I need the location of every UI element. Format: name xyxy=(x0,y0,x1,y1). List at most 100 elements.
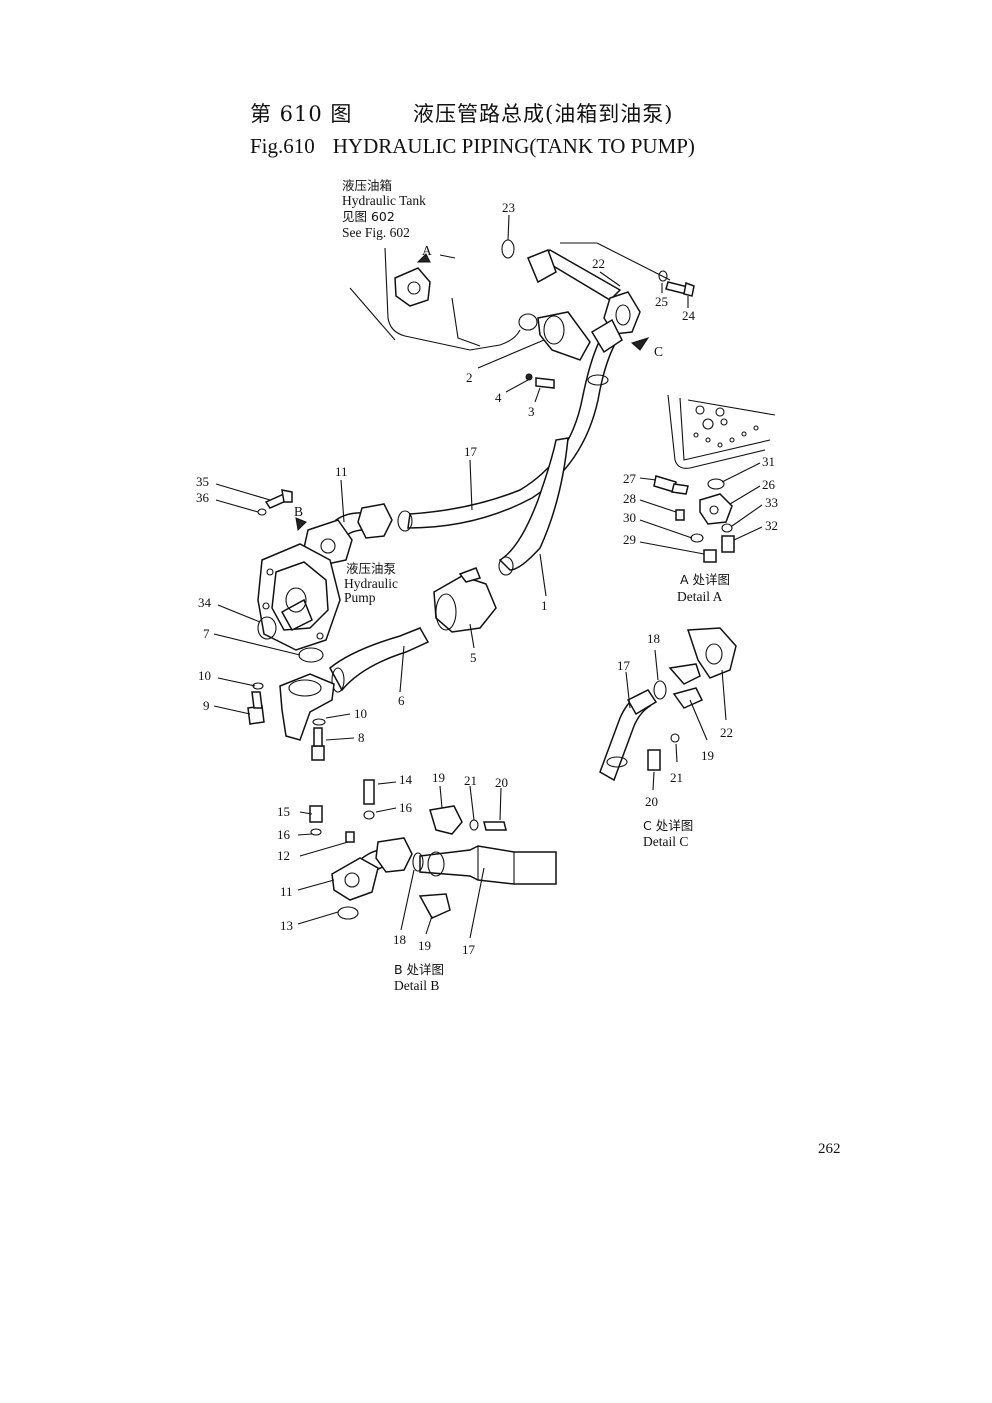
callout-5: 5 xyxy=(470,650,477,665)
callout-25: 25 xyxy=(655,294,668,309)
fitting-29 xyxy=(703,549,717,563)
o-ring-23 xyxy=(501,239,515,259)
detail-a: 27 28 30 29 31 26 33 32 A 处详图 Detail A xyxy=(623,394,778,604)
hose-1 xyxy=(498,437,569,576)
callout-b-20: 20 xyxy=(495,775,508,790)
callout-29: 29 xyxy=(623,532,636,547)
callout-17: 17 xyxy=(464,444,478,459)
washer-33 xyxy=(721,523,733,533)
bolt-3 xyxy=(535,377,555,389)
detail-b: 15 16 12 11 13 14 16 19 21 20 18 19 17 B… xyxy=(277,770,557,993)
callout-31: 31 xyxy=(762,454,775,469)
detail-a-title-cn: A 处详图 xyxy=(680,572,730,587)
callout-b-12: 12 xyxy=(277,848,290,863)
half-clamp-19-upper xyxy=(429,805,463,835)
elbow-suction xyxy=(279,673,335,741)
washer-36 xyxy=(257,508,267,516)
figure-name-cn: 液压管路总成(油箱到油泵) xyxy=(413,102,674,126)
hydraulic-pump xyxy=(257,543,341,651)
callout-23: 23 xyxy=(502,200,515,215)
o-ring-13 xyxy=(337,906,359,920)
detail-c: 17 18 22 19 21 20 C 处详图 Detail C xyxy=(599,627,737,849)
bolt-15 xyxy=(309,805,323,823)
arrow-a-icon xyxy=(416,253,431,263)
washer-30 xyxy=(690,533,704,543)
arrow-b-label: B xyxy=(294,504,303,519)
pump-label-en2: Pump xyxy=(344,590,376,605)
pump-label: 液压油泵 Hydraulic Pump xyxy=(344,561,398,605)
callout-b-11: 11 xyxy=(280,884,293,899)
figure-name-en: HYDRAULIC PIPING(TANK TO PUMP) xyxy=(332,134,695,158)
callout-c-22: 22 xyxy=(720,725,733,740)
callout-32: 32 xyxy=(765,518,778,533)
arrow-b-icon xyxy=(295,517,307,532)
callout-c-21: 21 xyxy=(670,770,683,785)
pump-label-cn: 液压油泵 xyxy=(346,561,396,576)
bolt-20-b xyxy=(483,821,507,831)
bolt-9 xyxy=(247,691,265,725)
o-ring-18-b xyxy=(412,852,424,872)
callout-22: 22 xyxy=(592,256,605,271)
elbow-2 xyxy=(518,311,591,361)
callout-1: 1 xyxy=(541,598,548,613)
tank-label: 液压油箱 Hydraulic Tank 见图 602 See Fig. 602 xyxy=(342,178,426,240)
arrow-a-label: A xyxy=(422,243,432,258)
o-ring-7 xyxy=(298,647,324,663)
half-clamp-19-lower xyxy=(418,893,451,919)
figure-number-cn: 第 610 图 xyxy=(250,102,353,126)
tank-see-cn: 见图 602 xyxy=(342,209,395,224)
arrow-c-label: C xyxy=(654,344,663,359)
callout-c-17: 17 xyxy=(617,658,631,673)
hose-17 xyxy=(397,318,623,532)
half-clamp-lower xyxy=(672,687,704,709)
callout-33: 33 xyxy=(765,495,778,510)
clamp-5 xyxy=(433,567,497,633)
callout-b-16-right: 16 xyxy=(399,800,413,815)
callout-c-18: 18 xyxy=(647,631,660,646)
callout-6: 6 xyxy=(398,693,405,708)
fitting-26 xyxy=(699,493,733,525)
callout-24: 24 xyxy=(682,308,696,323)
detail-c-title-cn: C 处详图 xyxy=(643,818,693,833)
bolt-8 xyxy=(311,727,325,761)
callout-35: 35 xyxy=(196,474,209,489)
callout-b-15: 15 xyxy=(277,804,290,819)
tank-label-cn: 液压油箱 xyxy=(342,178,392,193)
bolt-24 xyxy=(665,281,695,297)
callout-c-19: 19 xyxy=(701,748,714,763)
callout-b-21: 21 xyxy=(464,773,477,788)
callout-26: 26 xyxy=(762,477,776,492)
arrow-c-icon xyxy=(630,337,650,351)
tank-label-en: Hydraulic Tank xyxy=(342,193,426,208)
bolt-14 xyxy=(363,779,375,805)
pump-label-en1: Hydraulic xyxy=(344,576,398,591)
half-clamp-upper xyxy=(668,663,701,685)
callout-b-19-upper: 19 xyxy=(432,770,445,785)
callout-34: 34 xyxy=(198,595,212,610)
o-ring-31 xyxy=(707,478,725,490)
callout-b-13: 13 xyxy=(280,918,293,933)
bolt-32 xyxy=(721,535,735,553)
callout-c-20: 20 xyxy=(645,794,658,809)
hose-6 xyxy=(329,627,430,693)
hydraulic-tank-outline xyxy=(349,247,521,351)
plug-28 xyxy=(675,509,685,521)
callout-10-left: 10 xyxy=(198,668,211,683)
callout-36: 36 xyxy=(196,490,210,505)
callout-10-right: 10 xyxy=(354,706,367,721)
washer-21-b xyxy=(469,819,479,831)
bolt-20-c xyxy=(647,749,661,771)
callout-b-18: 18 xyxy=(393,932,406,947)
washer-10-right xyxy=(312,718,326,726)
callout-4: 4 xyxy=(495,390,502,405)
callout-28: 28 xyxy=(623,491,636,506)
detail-a-title-en: Detail A xyxy=(677,589,723,604)
figure-title-en: Fig.610 HYDRAULIC PIPING(TANK TO PUMP) xyxy=(250,134,695,159)
tank-port-fitting xyxy=(394,253,431,307)
bolt-35 xyxy=(264,489,293,509)
washer-4 xyxy=(525,373,533,381)
callout-8: 8 xyxy=(358,730,365,745)
figure-number-en: Fig.610 xyxy=(250,134,315,158)
callout-9: 9 xyxy=(203,698,210,713)
